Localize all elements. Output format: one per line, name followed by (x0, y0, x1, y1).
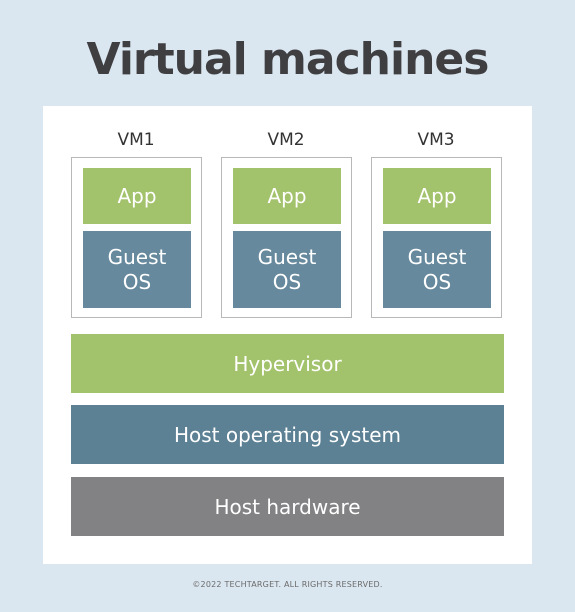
vm3-guest-os-block: Guest OS (383, 231, 491, 308)
vm2-box: App Guest OS (221, 157, 352, 318)
vm2-guest-os-line1: Guest (257, 244, 317, 269)
vm2-label: VM2 (267, 130, 305, 150)
vm3-label: VM3 (417, 130, 455, 150)
vm1-guest-os-line2: OS (122, 269, 152, 294)
host-hardware-layer: Host hardware (71, 477, 504, 536)
vm2-app-block: App (233, 168, 341, 224)
vm1-guest-os-line1: Guest (107, 244, 167, 269)
vm3-app-block: App (383, 168, 491, 224)
diagram-panel: VM1 App Guest OS VM2 App Guest OS VM3 Ap… (43, 106, 532, 564)
hypervisor-layer: Hypervisor (71, 334, 504, 393)
diagram-title: Virtual machines (86, 34, 490, 85)
vm1-box: App Guest OS (71, 157, 202, 318)
vm3-box: App Guest OS (371, 157, 502, 318)
vm3-guest-os-line1: Guest (407, 244, 467, 269)
vm3-guest-os-line2: OS (422, 269, 452, 294)
copyright-notice: ©2022 TECHTARGET. ALL RIGHTS RESERVED. (192, 580, 383, 589)
vm2-guest-os-line2: OS (272, 269, 302, 294)
vm2-guest-os-block: Guest OS (233, 231, 341, 308)
host-os-layer: Host operating system (71, 405, 504, 464)
vm1-app-block: App (83, 168, 191, 224)
vm1-guest-os-block: Guest OS (83, 231, 191, 308)
vm1-label: VM1 (117, 130, 155, 150)
